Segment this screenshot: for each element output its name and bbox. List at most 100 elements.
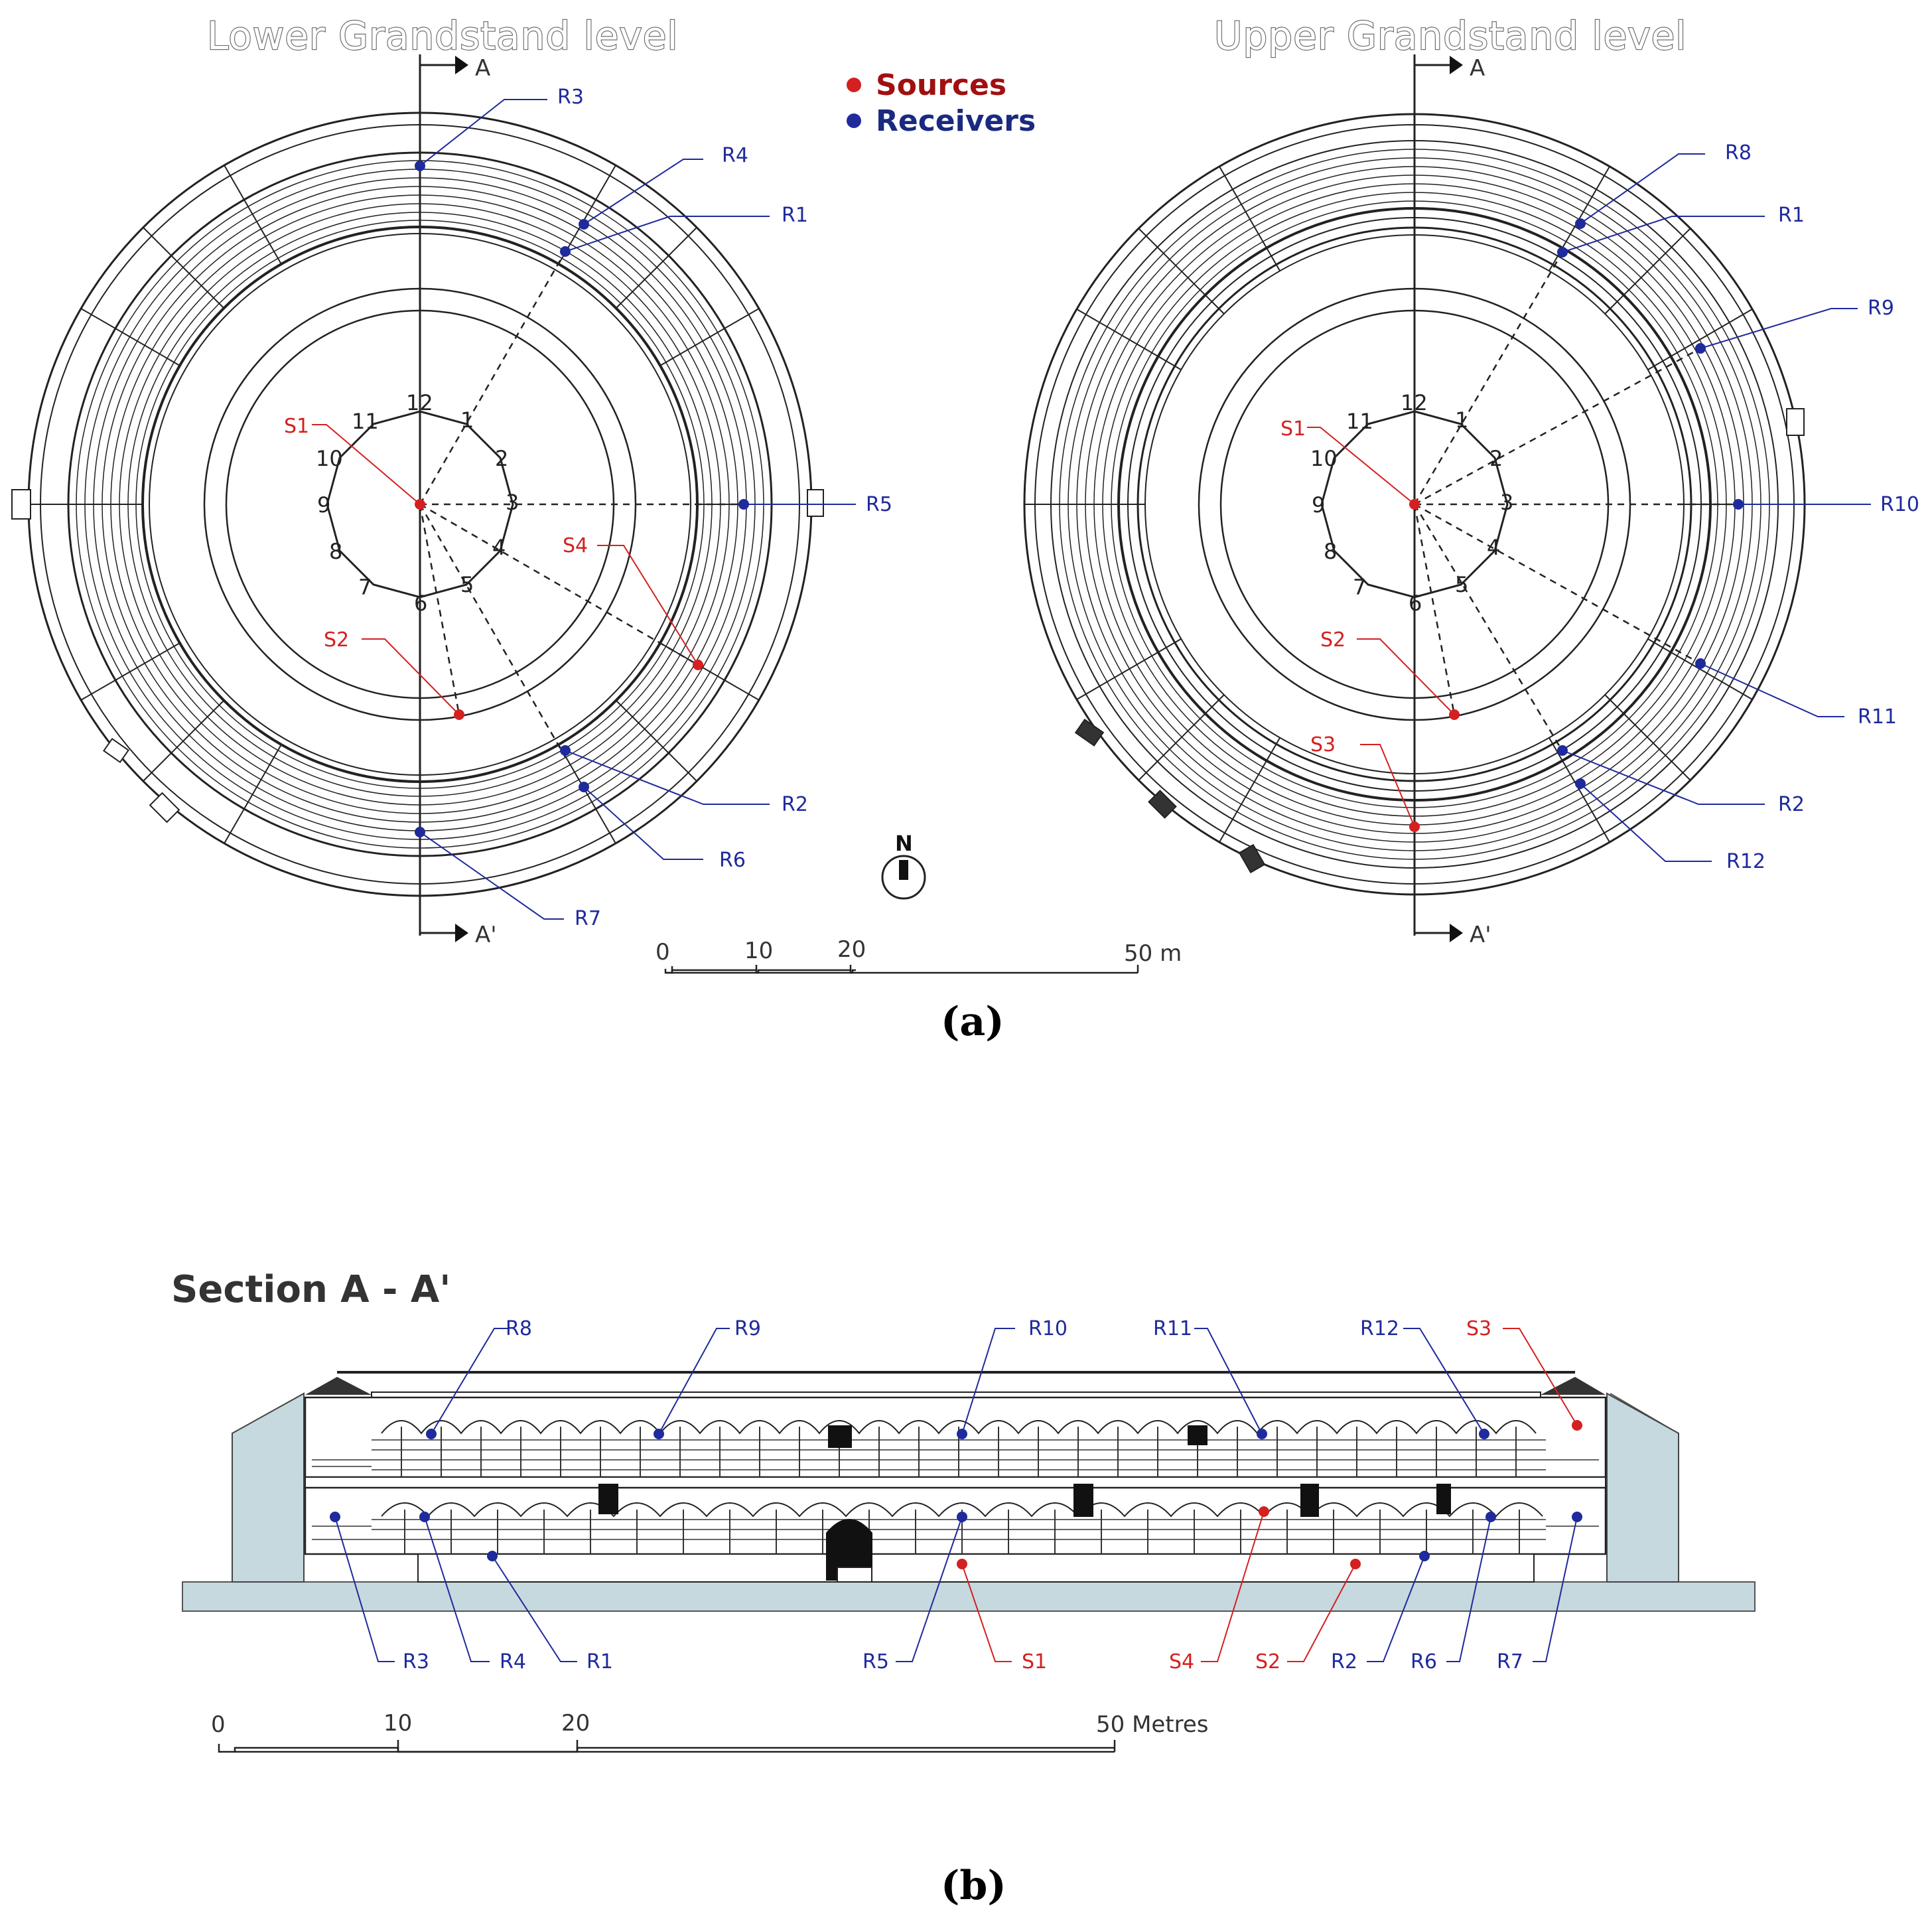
- lower-plan-title: Lower Grandstand level: [207, 13, 679, 58]
- upper-point-R12: R12: [1575, 778, 1765, 873]
- lower-point-S4: S4: [563, 534, 703, 670]
- lower-point-S1: S1: [284, 415, 425, 510]
- svg-text:S2: S2: [1320, 628, 1346, 652]
- svg-text:8: 8: [1324, 539, 1337, 564]
- svg-text:7: 7: [358, 575, 372, 600]
- lower-outer-buttresses: [11, 489, 824, 823]
- section-point-R8: R8: [426, 1317, 532, 1439]
- legend-receivers-label: Receivers: [876, 104, 1036, 138]
- svg-text:9: 9: [317, 492, 330, 518]
- lower-section-line: [419, 54, 468, 942]
- lower-grandstand-plan: Lower Grandstand level: [11, 13, 892, 948]
- svg-text:R6: R6: [719, 849, 746, 872]
- svg-text:12: 12: [406, 390, 433, 415]
- scale-bar-b: 0 10 20 50 Metres: [211, 1710, 1209, 1753]
- svg-text:S4: S4: [563, 534, 588, 557]
- svg-text:50 Metres: 50 Metres: [1096, 1711, 1209, 1738]
- section-title: Section A - A': [171, 1268, 450, 1311]
- svg-text:R11: R11: [1153, 1317, 1192, 1340]
- section-point-S4: S4: [1169, 1506, 1269, 1674]
- svg-text:20: 20: [837, 936, 866, 963]
- upper-point-R11: R11: [1695, 658, 1897, 729]
- svg-text:R10: R10: [1880, 493, 1919, 516]
- svg-text:6: 6: [1409, 591, 1422, 616]
- upper-grandstand-plan: Upper Grandstand level: [1023, 13, 1919, 948]
- svg-text:4: 4: [492, 535, 506, 560]
- svg-text:R8: R8: [506, 1317, 532, 1340]
- upper-point-R8: R8: [1575, 141, 1752, 229]
- upper-point-S2: S2: [1320, 628, 1460, 720]
- svg-text:R1: R1: [586, 1650, 613, 1674]
- svg-text:R11: R11: [1858, 705, 1897, 729]
- svg-text:10: 10: [1310, 446, 1338, 471]
- lower-dodecagon: [326, 410, 514, 599]
- section-point-R10: R10: [957, 1317, 1068, 1439]
- lower-rays: [419, 251, 744, 758]
- legend-source-dot: [847, 78, 861, 92]
- section-point-R6: R6: [1411, 1512, 1496, 1674]
- svg-text:R9: R9: [734, 1317, 761, 1340]
- svg-text:1: 1: [460, 407, 474, 433]
- svg-text:3: 3: [506, 490, 519, 515]
- svg-text:10: 10: [316, 446, 343, 471]
- svg-text:R12: R12: [1360, 1317, 1399, 1340]
- svg-text:S4: S4: [1169, 1650, 1194, 1674]
- section-point-R1: R1: [487, 1551, 613, 1674]
- north-label: N: [895, 831, 913, 856]
- caption-b: (b): [941, 1863, 1006, 1909]
- upper-point-S3: S3: [1310, 733, 1420, 832]
- section-point-R2: R2: [1331, 1551, 1430, 1674]
- svg-text:R4: R4: [500, 1650, 526, 1674]
- upper-section-mark-a: A: [1470, 55, 1485, 82]
- svg-text:10: 10: [383, 1710, 412, 1737]
- svg-text:R1: R1: [1778, 204, 1805, 227]
- upper-rays: [1413, 251, 1738, 752]
- upper-point-R10: R10: [1733, 493, 1919, 516]
- svg-text:R2: R2: [1331, 1650, 1357, 1674]
- svg-text:R1: R1: [782, 204, 808, 227]
- svg-text:5: 5: [460, 572, 474, 597]
- svg-text:R6: R6: [1411, 1650, 1437, 1674]
- lower-point-S2: S2: [324, 628, 464, 720]
- svg-text:2: 2: [1489, 446, 1503, 471]
- svg-text:20: 20: [561, 1710, 590, 1737]
- upper-point-R2: R2: [1557, 745, 1805, 816]
- svg-text:12: 12: [1401, 390, 1428, 415]
- section-labels-bottom: R3 R4 R1 R5 S1 S4 S2: [330, 1506, 1582, 1674]
- lower-point-R7: R7: [415, 827, 601, 930]
- section-drawing: [182, 1371, 1756, 1612]
- svg-text:10: 10: [744, 938, 773, 964]
- upper-point-S1: S1: [1280, 417, 1420, 510]
- svg-text:R7: R7: [575, 907, 601, 930]
- legend: Sources Receivers: [847, 68, 1036, 138]
- upper-plan-title: Upper Grandstand level: [1214, 13, 1687, 58]
- section-point-R3: R3: [330, 1512, 429, 1674]
- svg-text:R5: R5: [862, 1650, 889, 1674]
- section-point-S1: S1: [957, 1559, 1047, 1674]
- north-arrow-icon: N: [881, 831, 926, 900]
- section-point-R11: R11: [1153, 1317, 1267, 1439]
- lower-clock-numbers: 12 1 2 3 4 5 6 7 8 9 10 11: [316, 390, 519, 616]
- caption-a: (a): [941, 999, 1004, 1045]
- upper-point-R1: R1: [1557, 204, 1805, 257]
- lower-point-R6: R6: [579, 782, 746, 872]
- svg-text:R8: R8: [1725, 141, 1752, 165]
- svg-text:6: 6: [414, 591, 427, 616]
- svg-text:R10: R10: [1028, 1317, 1068, 1340]
- svg-text:S2: S2: [324, 628, 349, 652]
- svg-text:7: 7: [1353, 575, 1366, 600]
- upper-outer-buttresses: [1074, 408, 1805, 874]
- svg-text:0: 0: [211, 1711, 226, 1738]
- lower-point-R2: R2: [560, 745, 808, 816]
- svg-text:S3: S3: [1466, 1317, 1491, 1340]
- svg-text:9: 9: [1312, 492, 1325, 518]
- scale-bar-a: 0 10 20 50 m: [656, 936, 1182, 974]
- section-point-S2: S2: [1255, 1559, 1361, 1674]
- svg-text:R3: R3: [557, 86, 584, 109]
- section-point-R4: R4: [419, 1512, 526, 1674]
- section-point-S3: S3: [1466, 1317, 1582, 1431]
- lower-section-mark-a-prime: A': [475, 922, 497, 948]
- svg-text:11: 11: [352, 409, 379, 434]
- svg-text:4: 4: [1487, 535, 1500, 560]
